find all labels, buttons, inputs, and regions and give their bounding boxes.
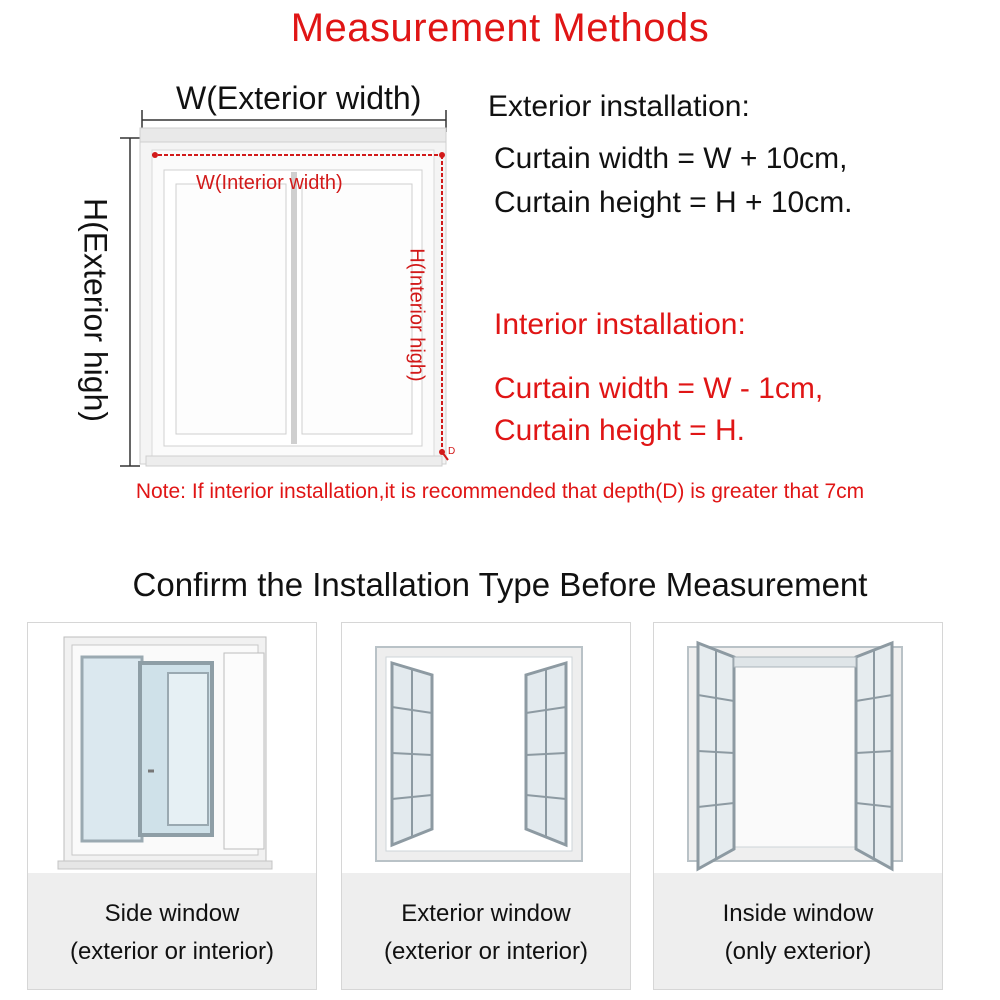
sliding-window-illustration (57, 636, 273, 870)
inside-window-card: Inside window (only exterior) (653, 622, 943, 990)
exterior-height-formula: Curtain height = H + 10cm. (494, 186, 853, 219)
interior-installation-heading: Interior installation: (494, 308, 746, 341)
interior-width-formula: Curtain width = W - 1cm, (494, 372, 824, 405)
casement-window-illustration (375, 646, 583, 862)
exterior-installation-heading: Exterior installation: (488, 90, 750, 123)
exterior-window-caption: Exterior window (exterior or interior) (342, 873, 630, 989)
installation-type-heading: Confirm the Installation Type Before Mea… (132, 566, 868, 603)
depth-marker (441, 451, 449, 461)
exterior-width-label: W(Exterior width) (176, 80, 422, 116)
type-name: Side window (104, 900, 240, 927)
page-title: Measurement Methods (290, 6, 710, 50)
window-measurement-diagram (120, 110, 449, 467)
recessed-window-illustration (687, 640, 903, 872)
interior-width-label: W(Interior width) (196, 172, 343, 194)
inside-window-caption: Inside window (only exterior) (654, 873, 942, 989)
interior-height-formula: Curtain height = H. (494, 414, 745, 447)
depth-label: D (448, 446, 456, 457)
type-detail: (exterior or interior) (383, 938, 589, 965)
type-detail: (only exterior) (724, 938, 872, 965)
side-window-card: Side window (exterior or interior) (27, 622, 317, 990)
type-name: Inside window (722, 900, 874, 927)
type-name: Exterior window (401, 900, 571, 927)
window-frame (139, 127, 447, 467)
exterior-window-card: Exterior window (exterior or interior) (341, 622, 631, 990)
side-window-caption: Side window (exterior or interior) (28, 873, 316, 989)
depth-note: Note: If interior installation,it is rec… (135, 480, 865, 503)
type-detail: (exterior or interior) (69, 938, 275, 965)
exterior-width-formula: Curtain width = W + 10cm, (494, 142, 848, 175)
